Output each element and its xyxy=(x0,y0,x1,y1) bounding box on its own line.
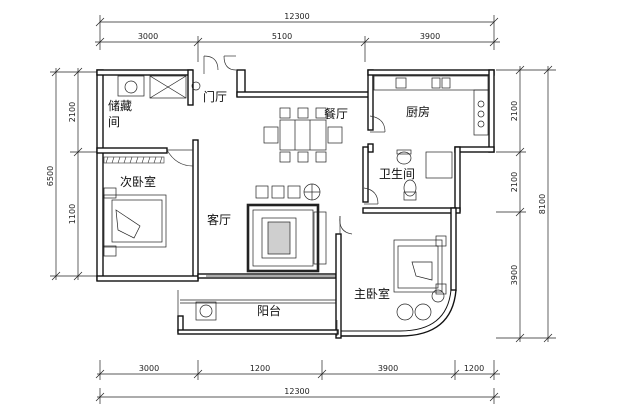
dim-top-total: 12300 xyxy=(284,12,309,21)
bathroom-fixtures xyxy=(396,149,453,201)
dim-bottom-seg-4: 1200 xyxy=(464,364,484,373)
windows xyxy=(177,290,338,336)
room-label-dining: 餐厅 xyxy=(324,106,348,121)
dim-right-seg-1: 2100 xyxy=(510,101,519,121)
storage-shelf xyxy=(117,75,187,99)
kitchen-counter xyxy=(373,75,489,136)
room-label-entry: 门厅 xyxy=(203,89,227,104)
dim-bottom-seg-1: 3000 xyxy=(139,364,159,373)
entry-fixture xyxy=(191,81,201,91)
dim-right-seg-2: 2100 xyxy=(510,172,519,192)
room-label-bathroom: 卫生间 xyxy=(379,167,415,181)
dim-top-seg-1: 3000 xyxy=(138,32,158,41)
room-label-second-bedroom: 次卧室 xyxy=(120,174,156,189)
master-bedroom-furniture xyxy=(393,235,447,321)
room-label-balcony: 阳台 xyxy=(257,303,281,318)
room-label-living: 客厅 xyxy=(207,212,231,227)
second-bedroom-furniture xyxy=(103,156,167,257)
dimension-lines xyxy=(50,15,556,404)
wardrobe-hatch xyxy=(105,156,163,164)
dim-bottom-total: 12300 xyxy=(284,387,309,396)
dim-bottom-seg-3: 3900 xyxy=(378,364,398,373)
dim-bottom-seg-2: 1200 xyxy=(250,364,270,373)
curved-wall xyxy=(341,289,457,337)
dim-left-seg-2: 1100 xyxy=(68,204,77,224)
curved-wall-inner xyxy=(341,289,452,332)
room-label-storage: 储藏间 xyxy=(108,98,132,129)
dim-left-seg-1: 2100 xyxy=(68,102,77,122)
room-label-master-bedroom: 主卧室 xyxy=(354,286,390,301)
dim-top-seg-2: 5100 xyxy=(272,32,292,41)
room-label-kitchen: 厨房 xyxy=(406,104,430,119)
dim-right-seg-3: 3900 xyxy=(510,265,519,285)
dim-left-total: 6500 xyxy=(46,166,55,186)
doors xyxy=(166,55,386,235)
washing-machine xyxy=(195,301,217,321)
dining-table xyxy=(263,107,343,163)
dim-right-total: 8100 xyxy=(538,194,547,214)
living-room-sofa xyxy=(206,183,336,277)
dim-top-seg-3: 3900 xyxy=(420,32,440,41)
